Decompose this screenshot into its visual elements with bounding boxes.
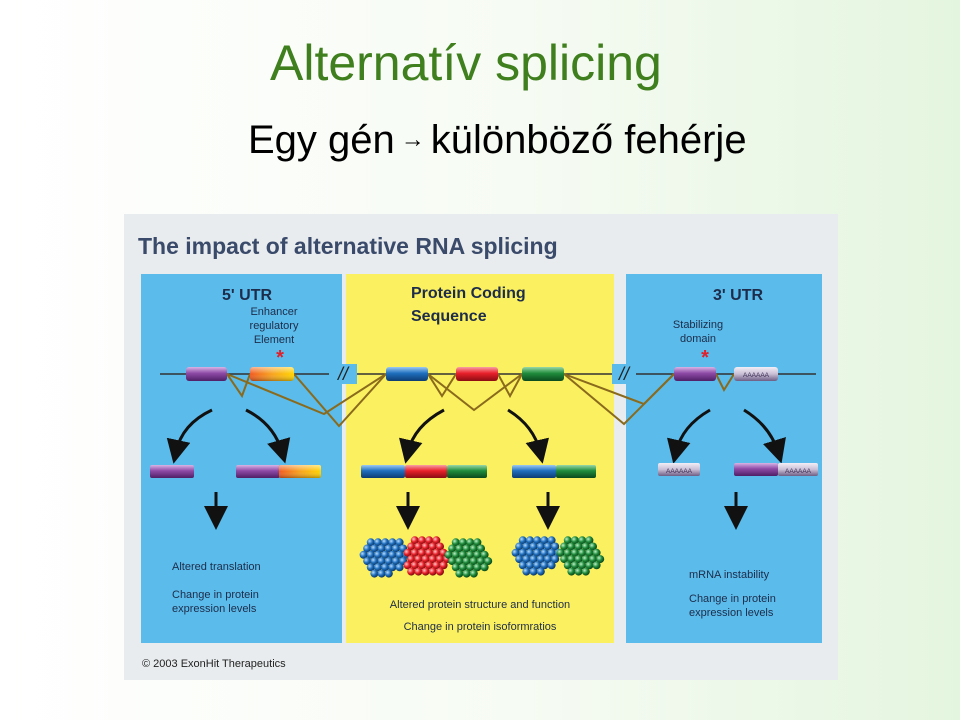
arrow-cds-right [507, 408, 549, 464]
break-gap-right [612, 364, 636, 384]
break-symbol-right: // [617, 364, 631, 384]
figure-title: The impact of alternative RNA splicing [138, 233, 558, 259]
panel-coding-sequence [346, 274, 614, 643]
protein-cluster-green-2 [556, 536, 605, 576]
mrna-cds-full-blue [361, 465, 405, 478]
protein-cluster-blue-1 [359, 538, 411, 578]
mrna-cds-skip-blue [512, 465, 556, 478]
polya-label-long: AAAAAA [785, 468, 812, 475]
heading-cds-line1: Protein Coding [411, 285, 526, 302]
stabilizing-label-2: domain [680, 333, 716, 345]
enhancer-label-1: Enhancer [250, 306, 297, 318]
enhancer-label-2: regulatory [250, 320, 299, 332]
exon-3utr-purple [674, 367, 716, 381]
break-symbol-left: // [336, 364, 350, 384]
heading-3utr: 3' UTR [713, 287, 763, 304]
splice-5utr-skip [226, 373, 387, 416]
outcome-3utr-2b: expression levels [689, 607, 774, 619]
outcome-3utr-1: mRNA instability [689, 569, 770, 581]
splicing-diagram-svg: The impact of alternative RNA splicing 5… [124, 214, 838, 680]
curved-arrows [166, 408, 786, 464]
mrna-5utr-long-enhancer-shine [279, 465, 321, 478]
slide-subtitle: Egy gén→különböző fehérje [248, 118, 747, 163]
pre-mrna-exons: AAAAAA [186, 367, 778, 381]
stabilizing-label-1: Stabilizing [673, 319, 723, 331]
exon-3utr-polya [734, 367, 778, 381]
outcome-5utr-1: Altered translation [172, 561, 261, 573]
arrow-3utr-left [667, 408, 711, 464]
exon-cds-green [522, 367, 564, 381]
splice-cds-skip [427, 373, 523, 412]
enhancer-marker: * [276, 347, 284, 369]
stabilizing-marker: * [701, 347, 709, 369]
panel-3utr [626, 274, 822, 643]
splicing-figure: The impact of alternative RNA splicing 5… [124, 214, 838, 680]
protein-clusters [359, 536, 605, 578]
polya-label-short: AAAAAA [666, 468, 693, 475]
arrow-5utr-right [245, 408, 291, 464]
mrna-3utr-long-tail [778, 463, 818, 476]
exon-cds-blue [386, 367, 428, 381]
splice-5utr-enhancer [293, 373, 387, 428]
mrna-5utr-short [150, 465, 194, 478]
protein-cluster-green-1 [444, 538, 493, 578]
arrow-3utr-right [743, 408, 786, 464]
heading-5utr: 5' UTR [222, 287, 272, 304]
arrow-5utr-left [166, 408, 213, 464]
exon-5utr-enhancer-shine [250, 367, 294, 381]
down-arrows [204, 492, 748, 530]
outcome-5utr-2b: expression levels [172, 603, 257, 615]
mrna-cds-skip-green [556, 465, 596, 478]
polya-label-top: AAAAAA [743, 372, 770, 379]
splice-cds-2 [497, 373, 523, 399]
break-gap-left [329, 364, 357, 384]
slide-title: Alternatív splicing [270, 35, 662, 91]
outcome-cds-1: Altered protein structure and function [390, 599, 570, 611]
outcome-3utr-2a: Change in protein [689, 593, 776, 605]
splice-3utr-tail [715, 373, 735, 393]
arrow-cds-left [399, 408, 445, 464]
exon-cds-red [456, 367, 498, 381]
mrna-cds-full-red [405, 465, 447, 478]
splice-lines [226, 373, 735, 428]
outcome-cds-2: Change in protein isoformratios [404, 621, 557, 633]
enhancer-label-3: Element [254, 334, 294, 346]
exon-5utr-purple [186, 367, 227, 381]
mrna-5utr-long-purple [236, 465, 280, 478]
subtitle-right: különböző fehérje [430, 118, 747, 162]
splice-3utr-short [563, 373, 675, 406]
mrna-cds-full-green [447, 465, 487, 478]
splice-cds-1 [427, 373, 457, 398]
panel-5utr [141, 274, 342, 643]
copyright: © 2003 ExonHit Therapeutics [142, 658, 286, 670]
subtitle-arrow: → [400, 126, 425, 153]
heading-cds-line2: Sequence [411, 308, 487, 325]
outcome-5utr-2a: Change in protein [172, 589, 259, 601]
mrna-3utr-short [658, 463, 700, 476]
protein-cluster-blue-2 [511, 536, 563, 576]
subtitle-left: Egy gén [248, 118, 395, 162]
mrna-products: AAAAAA AAAAAA [150, 463, 818, 478]
mrna-3utr-long-purple [734, 463, 778, 476]
